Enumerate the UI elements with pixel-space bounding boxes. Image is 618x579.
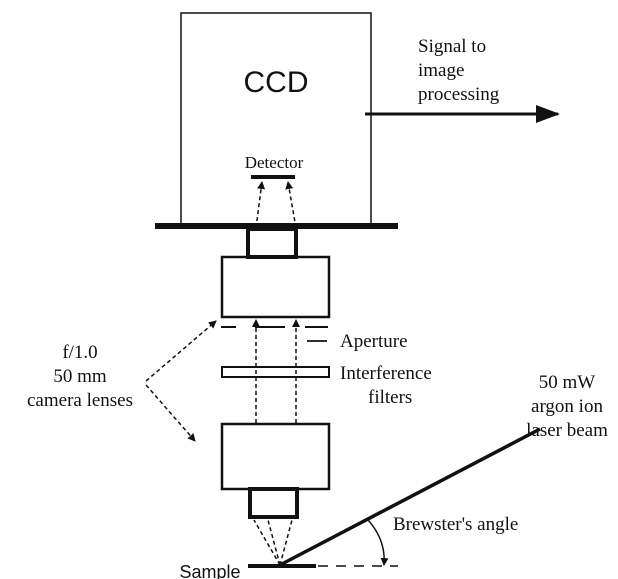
lower-lens-mount xyxy=(248,487,299,519)
lenses-label-line1: f/1.0 xyxy=(62,342,97,363)
brewster-angle-arc xyxy=(367,519,389,566)
upper-lens-mount xyxy=(246,227,298,259)
laser-label-line1: 50 mW xyxy=(539,372,596,393)
interference-filter xyxy=(221,366,330,378)
upper-camera-lens xyxy=(220,255,331,319)
laser-beam xyxy=(279,427,541,567)
aperture-label: Aperture xyxy=(340,331,408,352)
filters-label-line2: filters xyxy=(368,387,412,408)
laser-label-line2: argon ion xyxy=(531,396,603,417)
lenses-pointer-arrows xyxy=(145,320,217,442)
lenses-label-line3: camera lenses xyxy=(27,390,133,411)
signal-label-line2: image xyxy=(418,60,464,81)
brewster-label: Brewster's angle xyxy=(393,514,518,535)
laser-label-line3: laser beam xyxy=(526,420,608,441)
detector-label: Detector xyxy=(245,153,304,172)
optical-rays xyxy=(252,181,300,566)
filters-label-line1: Interference xyxy=(340,363,432,384)
lenses-label-line2: 50 mm xyxy=(53,366,107,387)
sample-label: Sample xyxy=(179,562,240,579)
signal-label-line1: Signal to xyxy=(418,36,486,57)
ccd-label: CCD xyxy=(244,66,309,99)
ccd-camera-box xyxy=(180,12,372,226)
lower-camera-lens xyxy=(220,422,331,491)
signal-label-line3: processing xyxy=(418,84,500,105)
